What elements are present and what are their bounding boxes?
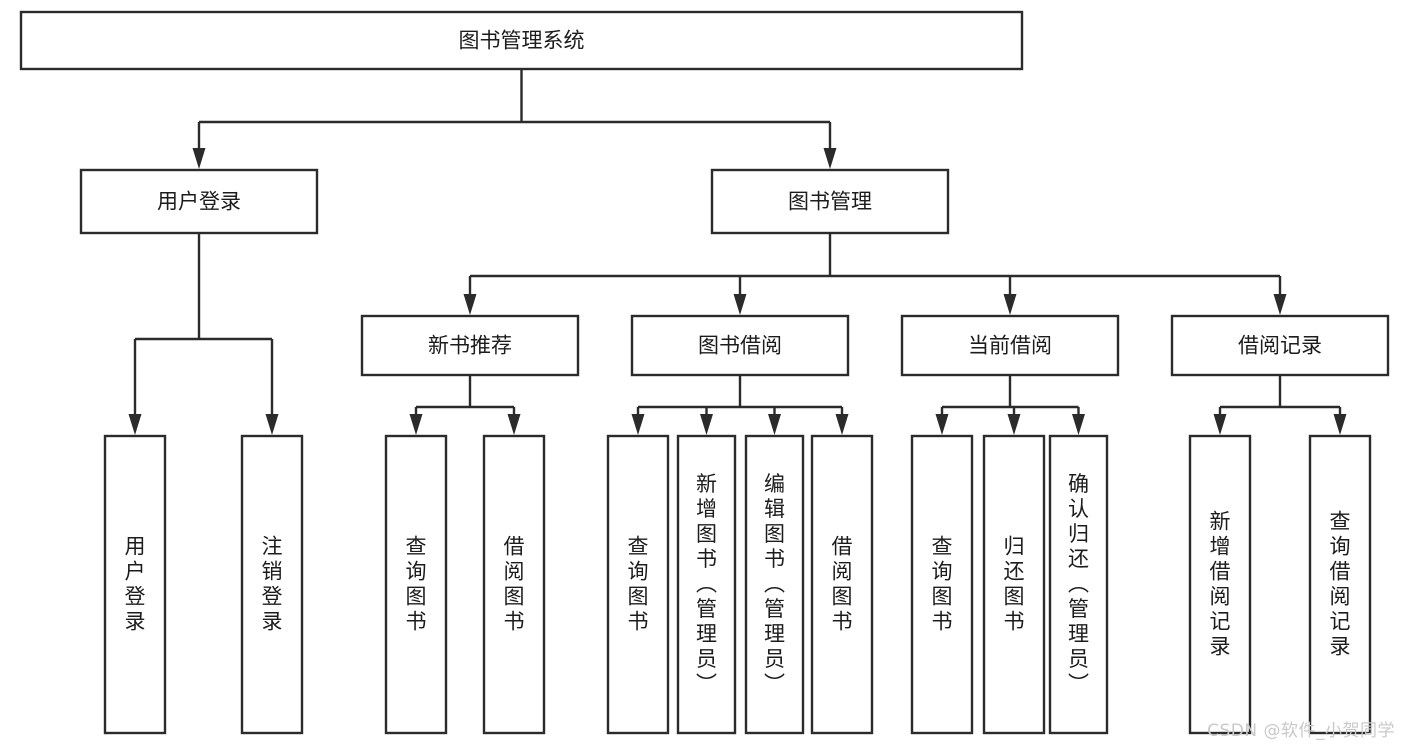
node-n-bookmgmt[interactable]: 图书管理 bbox=[710, 168, 950, 235]
node-n-login[interactable]: 用户登录 bbox=[79, 168, 319, 235]
edge-group-n-bookmgmt bbox=[463, 233, 1287, 315]
arrow-head-icon bbox=[463, 294, 477, 315]
node-label: 图书管理 bbox=[788, 190, 872, 214]
node-box[interactable] bbox=[1170, 314, 1390, 377]
node-label: 新增借阅记录 bbox=[1210, 510, 1231, 659]
node-l-logout[interactable]: 注销登录 bbox=[240, 434, 304, 735]
node-l-bo-edit[interactable]: 编辑图书︵管理员︶ bbox=[744, 434, 805, 735]
node-box[interactable] bbox=[79, 168, 319, 235]
arrow-head-icon bbox=[507, 414, 521, 435]
node-l-cu-return[interactable]: 归还图书 bbox=[982, 434, 1046, 735]
node-label: 新增图书︵管理员︶ bbox=[696, 472, 717, 696]
node-label: 查询图书 bbox=[628, 535, 649, 634]
arrow-head-icon bbox=[1213, 414, 1227, 435]
node-n-newrec[interactable]: 新书推荐 bbox=[360, 314, 580, 377]
node-root[interactable]: 图书管理系统 bbox=[19, 10, 1024, 71]
node-box[interactable] bbox=[384, 434, 448, 735]
arrow-head-icon bbox=[835, 414, 849, 435]
node-box[interactable] bbox=[900, 314, 1120, 377]
edge-group-n-current bbox=[935, 375, 1085, 435]
node-box[interactable] bbox=[19, 10, 1024, 71]
node-label: 查询图书 bbox=[406, 535, 427, 634]
node-label: 当前借阅 bbox=[968, 334, 1052, 358]
node-l-cu-query[interactable]: 查询图书 bbox=[910, 434, 974, 735]
node-l-bo-borrow[interactable]: 借阅图书 bbox=[810, 434, 874, 735]
node-l-rc-query[interactable]: 查询借阅记录 bbox=[1308, 434, 1372, 735]
arrow-head-icon bbox=[1072, 414, 1085, 435]
arrow-head-icon bbox=[409, 414, 423, 435]
watermark-label: CSDN @软件_小贺同学 bbox=[1207, 721, 1395, 741]
node-l-bo-query[interactable]: 查询图书 bbox=[606, 434, 670, 735]
node-label: 用户登录 bbox=[125, 535, 146, 634]
edge-group-n-records bbox=[1213, 375, 1347, 435]
edge-group-root bbox=[192, 69, 837, 169]
arrow-head-icon bbox=[733, 294, 747, 315]
node-label: 借阅记录 bbox=[1238, 334, 1322, 358]
node-box[interactable] bbox=[103, 434, 167, 735]
node-box[interactable] bbox=[1188, 434, 1252, 735]
node-label: 查询借阅记录 bbox=[1330, 510, 1351, 659]
arrow-head-icon bbox=[1273, 294, 1287, 315]
node-l-rc-add[interactable]: 新增借阅记录 bbox=[1188, 434, 1252, 735]
arrow-head-icon bbox=[700, 414, 713, 435]
node-box[interactable] bbox=[630, 314, 850, 377]
node-n-current[interactable]: 当前借阅 bbox=[900, 314, 1120, 377]
node-box[interactable] bbox=[744, 434, 805, 735]
arrow-head-icon bbox=[1007, 414, 1021, 435]
node-label: 确认归还︵管理员︶ bbox=[1068, 472, 1089, 696]
arrow-head-icon bbox=[631, 414, 645, 435]
arrow-head-icon bbox=[823, 148, 837, 169]
node-label: 新书推荐 bbox=[428, 334, 512, 358]
node-box[interactable] bbox=[910, 434, 974, 735]
arrow-head-icon bbox=[192, 148, 206, 169]
node-label: 归还图书 bbox=[1004, 535, 1025, 634]
node-l-nr-query[interactable]: 查询图书 bbox=[384, 434, 448, 735]
node-box[interactable] bbox=[1308, 434, 1372, 735]
arrow-head-icon bbox=[265, 414, 279, 435]
node-label: 图书管理系统 bbox=[459, 29, 585, 53]
arrow-head-icon bbox=[128, 414, 142, 435]
arrow-head-icon bbox=[935, 414, 949, 435]
node-l-userlogin[interactable]: 用户登录 bbox=[103, 434, 167, 735]
node-label: 编辑图书︵管理员︶ bbox=[764, 472, 785, 696]
edge-group-n-borrow bbox=[631, 375, 849, 435]
node-label: 查询图书 bbox=[932, 535, 953, 634]
node-l-cu-confirm[interactable]: 确认归还︵管理员︶ bbox=[1048, 434, 1109, 735]
node-box[interactable] bbox=[810, 434, 874, 735]
node-label: 借阅图书 bbox=[504, 535, 525, 634]
node-box[interactable] bbox=[710, 168, 950, 235]
node-box[interactable] bbox=[482, 434, 546, 735]
node-label: 用户登录 bbox=[157, 190, 241, 214]
edge-group-n-newrec bbox=[409, 375, 521, 435]
node-box[interactable] bbox=[606, 434, 670, 735]
node-box[interactable] bbox=[240, 434, 304, 735]
node-label: 图书借阅 bbox=[698, 334, 782, 358]
node-l-nr-borrow[interactable]: 借阅图书 bbox=[482, 434, 546, 735]
arrow-head-icon bbox=[1003, 294, 1017, 315]
node-l-bo-add[interactable]: 新增图书︵管理员︶ bbox=[676, 434, 737, 735]
arrow-head-icon bbox=[1333, 414, 1347, 435]
node-n-borrow[interactable]: 图书借阅 bbox=[630, 314, 850, 377]
nodes-layer: 图书管理系统用户登录图书管理新书推荐图书借阅当前借阅借阅记录用户登录注销登录查询… bbox=[19, 10, 1390, 735]
node-label: 借阅图书 bbox=[832, 535, 853, 634]
node-box[interactable] bbox=[982, 434, 1046, 735]
edges-layer bbox=[128, 69, 1347, 435]
arrow-head-icon bbox=[768, 414, 781, 435]
edge-group-n-login bbox=[128, 233, 279, 435]
node-box[interactable] bbox=[676, 434, 737, 735]
node-label: 注销登录 bbox=[262, 535, 283, 634]
node-box[interactable] bbox=[360, 314, 580, 377]
node-n-records[interactable]: 借阅记录 bbox=[1170, 314, 1390, 377]
node-box[interactable] bbox=[1048, 434, 1109, 735]
